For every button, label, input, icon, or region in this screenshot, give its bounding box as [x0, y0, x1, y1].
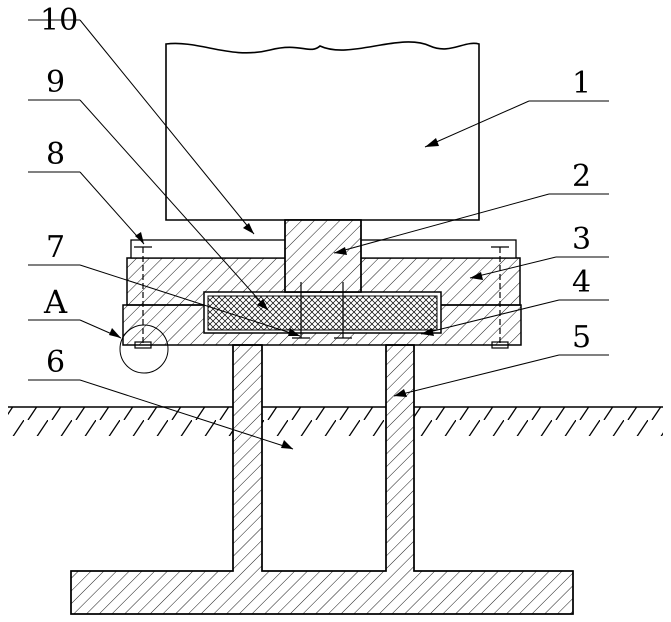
label-4: 4 — [572, 265, 591, 300]
label-1: 1 — [572, 66, 591, 101]
label-7: 7 — [46, 230, 65, 265]
label-10: 10 — [40, 3, 78, 38]
label-5: 5 — [572, 320, 591, 355]
foundation-part-6 — [71, 345, 573, 614]
label-2: 2 — [572, 159, 591, 194]
label-6: 6 — [46, 345, 65, 380]
label-9: 9 — [46, 65, 65, 100]
stem-part-2 — [285, 220, 361, 292]
ground — [8, 407, 663, 436]
label-3: 3 — [572, 222, 591, 257]
label-a: A — [43, 283, 68, 321]
pad-part-9 — [204, 292, 441, 333]
column-part-1 — [166, 42, 479, 220]
label-8: 8 — [46, 137, 65, 172]
